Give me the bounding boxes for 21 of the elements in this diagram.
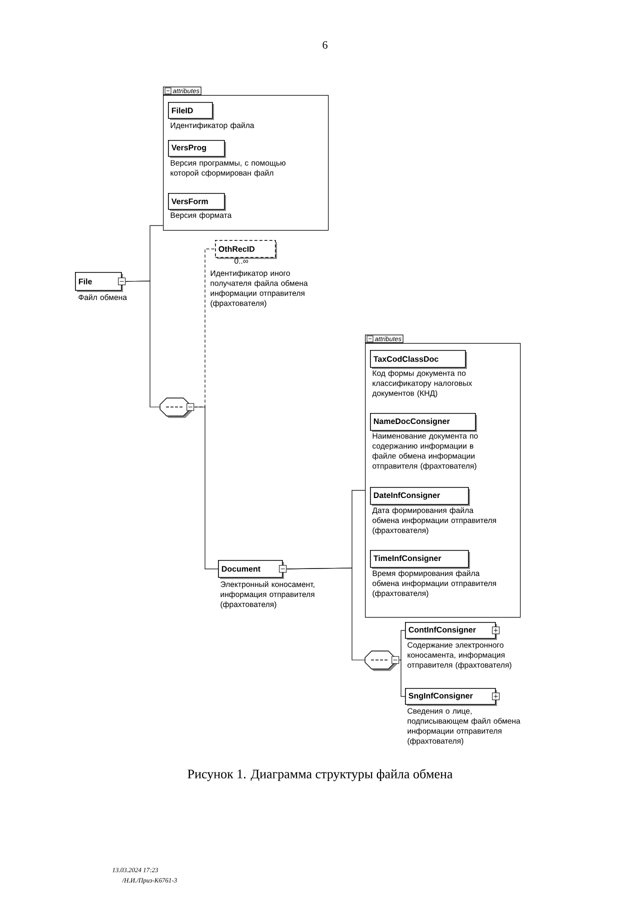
connector-line	[399, 660, 406, 697]
element-box: TimeInfConsigner	[370, 550, 470, 569]
element-box: FileID	[168, 102, 214, 120]
sequence-symbol	[364, 650, 400, 671]
connector-line	[126, 280, 160, 408]
element-box: OthRecID	[215, 240, 277, 259]
sequence-symbol	[160, 398, 194, 418]
connector-line	[286, 568, 365, 660]
element-box: ContInfConsigner	[405, 622, 500, 640]
element-box: Document	[218, 560, 287, 579]
page-number: 6	[322, 41, 328, 49]
element-box: DateInfConsigner	[370, 487, 470, 506]
figure-caption: Рисунок 1. Диаграмма структуры файла обмена	[188, 768, 453, 782]
connector-line	[194, 406, 218, 570]
element-box: VersForm	[168, 193, 226, 211]
connector-line	[399, 630, 406, 660]
element-box: File	[75, 272, 126, 292]
element-box: NameDocConsigner	[370, 413, 477, 432]
element-box: TaxCodClassDoc	[370, 350, 467, 369]
element-box: SngInfConsigner	[405, 688, 500, 706]
element-box: VersProg	[168, 140, 226, 158]
